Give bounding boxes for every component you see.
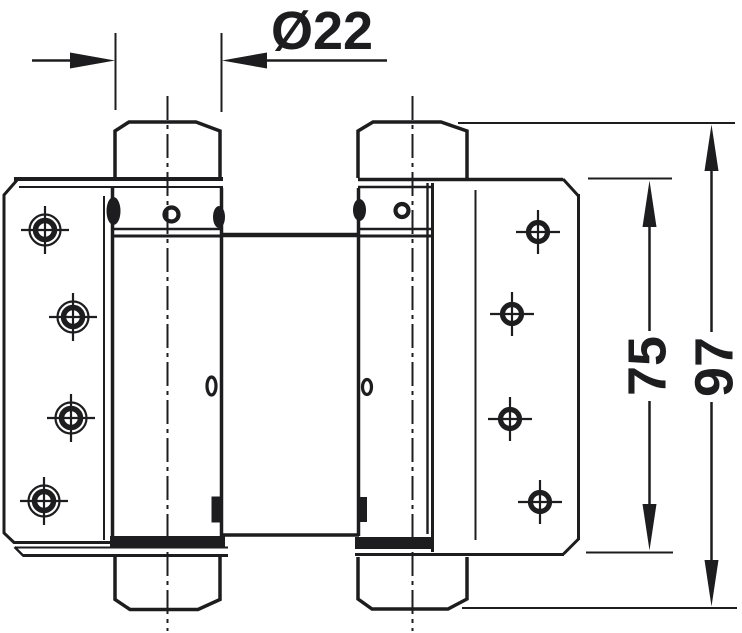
screw-hole-crosshair	[516, 210, 560, 254]
left-tension-slot-right	[213, 206, 225, 228]
overall-height-arrowhead-down	[704, 560, 719, 607]
screw-hole-crosshair	[21, 206, 69, 254]
right-adjuster-hole	[393, 201, 411, 220]
screw-hole-crosshair	[47, 394, 95, 442]
left-barrel-top-cap	[113, 120, 222, 178]
right-barrel-bottom-cap	[356, 557, 469, 611]
left-bottom-collar	[110, 536, 225, 548]
right-tension-slot-left	[353, 199, 366, 221]
left-lower-slot	[211, 496, 221, 523]
screw-hole-crosshair	[518, 480, 562, 524]
left-leaf-outline	[2, 178, 111, 544]
right-lower-slot	[358, 497, 367, 522]
right-bottom-collar	[355, 537, 432, 549]
center-leaf	[222, 232, 359, 537]
right-spring-barrel	[353, 96, 564, 631]
left-tension-slot-left	[106, 197, 121, 225]
right-barrel-top-cap	[356, 120, 469, 178]
dimension-overall-height: 97	[458, 122, 742, 609]
inner-height-label: 75	[618, 336, 678, 396]
right-leaf-bottom-chamfer	[562, 537, 580, 556]
diameter-label: Ø22	[271, 1, 373, 61]
dimension-inner-height: 75	[586, 177, 678, 554]
diameter-arrowhead-left	[70, 52, 115, 69]
left-barrel-bottom-cap	[113, 557, 222, 612]
right-pin-hole	[360, 377, 374, 397]
inner-height-arrowhead-down	[642, 504, 657, 551]
overall-height-label: 97	[685, 337, 742, 397]
dimension-diameter: Ø22	[32, 1, 387, 112]
screw-hole-crosshair	[490, 292, 534, 336]
right-leaf-plate	[474, 177, 580, 556]
right-leaf-top-chamfer	[561, 177, 580, 198]
inner-height-arrowhead-up	[642, 180, 657, 227]
screw-hole-crosshair	[20, 477, 68, 525]
left-spring-barrel	[106, 96, 225, 631]
left-pin-hole	[205, 375, 218, 397]
screw-hole-crosshair	[49, 293, 97, 341]
overall-height-arrowhead-up	[704, 124, 719, 171]
screw-hole-crosshair	[488, 397, 532, 441]
left-leaf-bottom-chamfer	[13, 546, 25, 557]
diameter-arrowhead-right	[222, 52, 267, 69]
